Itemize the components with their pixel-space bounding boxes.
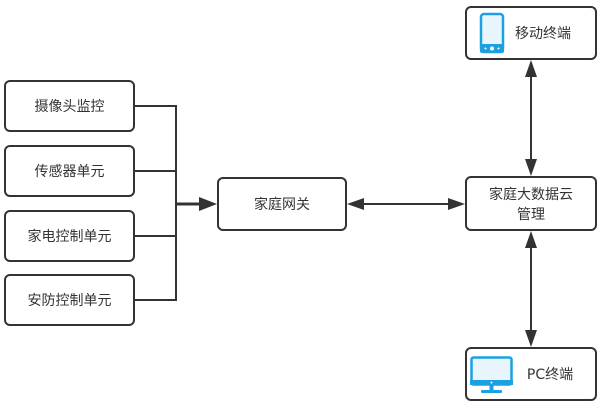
node-sensor-label: 传感器单元 — [35, 163, 105, 180]
arrowhead-gateway-in — [199, 197, 217, 211]
node-mobile-label: 移动终端 — [515, 26, 571, 42]
node-cloud[interactable]: 家庭大数据云 管理 — [465, 176, 597, 231]
node-pc-label: PC终端 — [527, 367, 573, 383]
node-gateway[interactable]: 家庭网关 — [217, 177, 347, 231]
node-security[interactable]: 安防控制单元 — [4, 274, 135, 326]
arrowhead-cloud-side — [448, 198, 465, 210]
arrowhead-cloud-bottom-side — [525, 231, 537, 248]
node-camera-label: 摄像头监控 — [35, 99, 105, 115]
arrowhead-cloud-top-side — [525, 159, 537, 176]
node-cloud-label-line2: 管理 — [517, 207, 545, 223]
node-appliance-label: 家电控制单元 — [28, 228, 112, 245]
node-gateway-label: 家庭网关 — [254, 196, 310, 213]
monitor-icon — [470, 356, 513, 393]
node-security-label: 安防控制单元 — [28, 293, 112, 309]
arrowhead-gateway-side — [347, 198, 364, 210]
node-pc[interactable]: PC终端 — [465, 347, 597, 401]
node-mobile[interactable]: 移动终端 — [465, 6, 597, 60]
arrowhead-mobile-side — [525, 60, 537, 77]
node-cloud-label-line1: 家庭大数据云 — [489, 186, 573, 203]
node-appliance[interactable]: 家电控制单元 — [4, 210, 135, 262]
smartphone-icon — [479, 12, 505, 54]
arrowhead-pc-side — [525, 330, 537, 347]
node-camera[interactable]: 摄像头监控 — [4, 80, 135, 132]
edges — [134, 60, 537, 347]
node-sensor[interactable]: 传感器单元 — [4, 145, 135, 197]
